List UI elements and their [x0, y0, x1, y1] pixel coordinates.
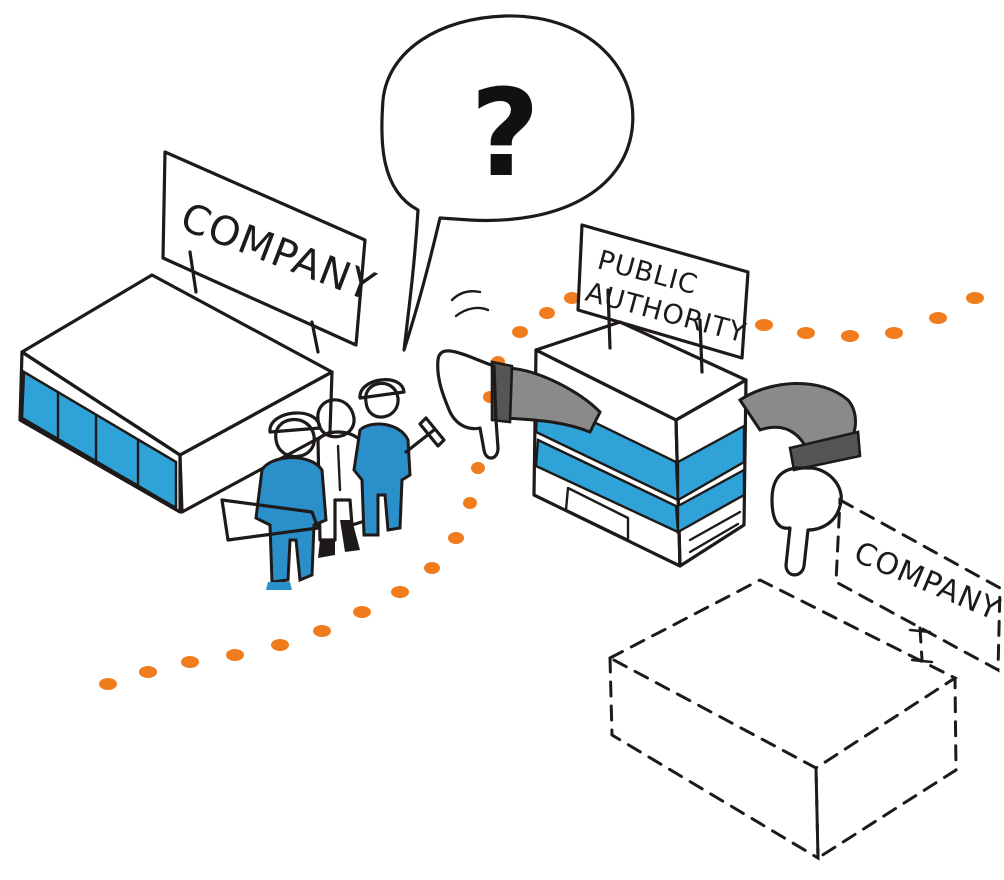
workers-group: [220, 378, 446, 590]
thumbs-down-icon: [770, 466, 843, 577]
public-authority-building: PUBLIC AUTHORITY: [532, 223, 750, 568]
question-mark-icon: ?: [470, 65, 540, 204]
company-building-left: COMPANY: [18, 150, 382, 514]
company-building-right-dashed: COMPANY: [606, 497, 1004, 861]
left-arm-thumbs-down: [436, 290, 602, 460]
worker-with-plans: [220, 411, 328, 590]
thumbs-down-icon: [436, 349, 500, 460]
company-sign-left: COMPANY: [174, 194, 381, 310]
worker-with-hammer: [352, 378, 446, 537]
speech-bubble: ?: [380, 14, 635, 352]
right-arm-thumbs-down: [737, 382, 862, 577]
